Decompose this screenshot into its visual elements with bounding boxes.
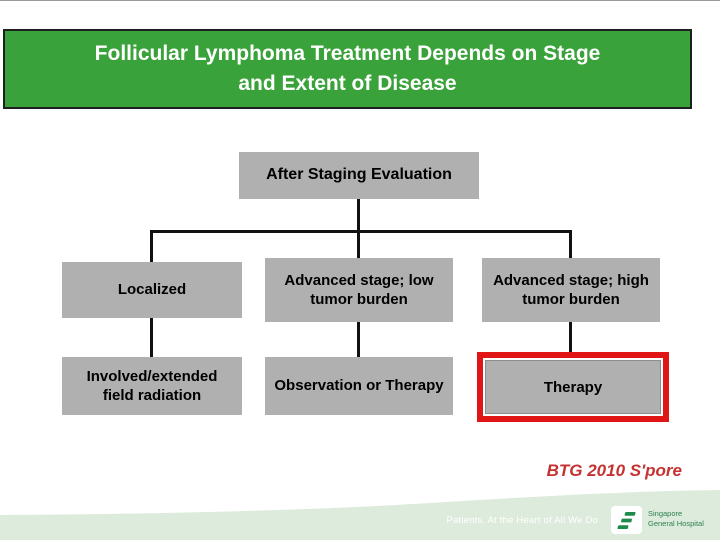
flowchart-action-observation: Observation or Therapy (265, 357, 453, 415)
slide-title-line1: Follicular Lymphoma Treatment Depends on… (94, 42, 601, 65)
flowchart-stage-localized: Localized (62, 262, 242, 318)
connector-drop-left (150, 230, 153, 262)
connector-drop-right (569, 230, 572, 258)
flowchart-highlight-frame: Therapy (477, 352, 669, 422)
connector-horizontal-bar (150, 230, 572, 233)
connector-drop-right-2 (569, 322, 572, 352)
hospital-name-line1: Singapore (648, 509, 683, 518)
hospital-name-line2: General Hospital (648, 519, 704, 529)
citation-text: BTG 2010 S'pore (546, 461, 682, 480)
footer-tagline: Patients. At the Heart of All We Do (446, 515, 598, 526)
footer-wave-shape (0, 490, 720, 540)
hospital-name: Singapore General Hospital (648, 509, 704, 529)
flowchart-action-radiation: Involved/extended field radiation (62, 357, 242, 415)
flowchart-stage-advanced-low: Advanced stage; low tumor burden (265, 258, 453, 322)
flowchart-action-therapy: Therapy (485, 360, 661, 414)
connector-root-stem (357, 199, 360, 232)
hospital-logo (611, 506, 642, 534)
flowchart-root-box: After Staging Evaluation (239, 152, 479, 199)
connector-drop-left-2 (150, 318, 153, 357)
slide-title-line2: and Extent of Disease (238, 72, 457, 95)
top-border-line (0, 0, 720, 1)
hospital-logo-icon (617, 511, 636, 529)
slide-title-banner: Follicular Lymphoma Treatment Depends on… (3, 29, 692, 109)
connector-drop-middle (357, 230, 360, 258)
connector-drop-middle-2 (357, 322, 360, 357)
flowchart-stage-advanced-high: Advanced stage; high tumor burden (482, 258, 660, 322)
